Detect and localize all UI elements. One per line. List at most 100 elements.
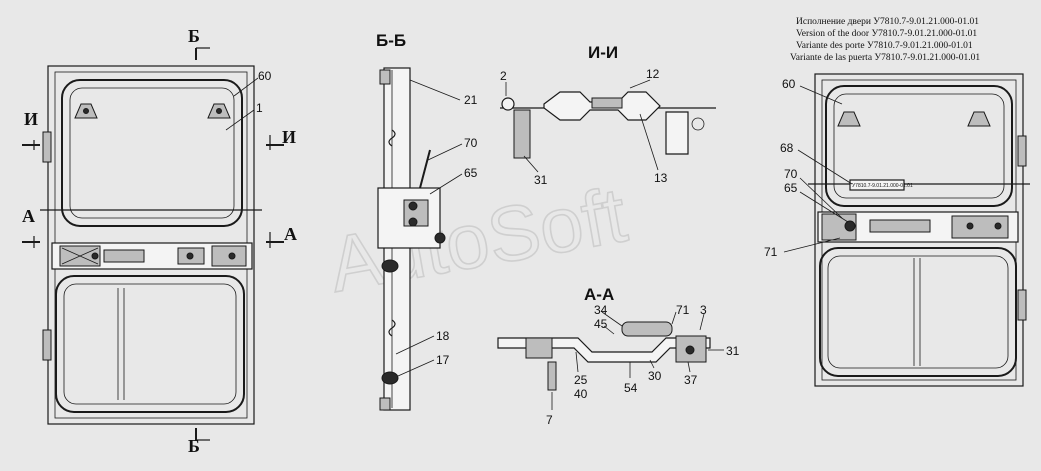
leader-ii-12 [629,79,651,89]
right-hinge-bottom [1017,289,1027,321]
bb-lever [419,149,431,189]
title-block: Исполнение двери У7810.7-9.01.21.000-01.… [790,17,980,63]
callout-aa-40: 40 [574,387,588,401]
callout-bb-21: 21 [464,93,478,107]
aa-bolt [547,361,557,391]
aa-handle [621,321,673,337]
callout-aa-25: 25 [574,373,588,387]
left-latch-bolt-2 [186,252,194,260]
ii-right-ring [691,117,705,131]
cut-label-b-top: Б [188,26,200,46]
right-latch-rod [869,219,931,233]
bb-top-seal [379,69,391,85]
cut-label-i-left: И [24,109,38,129]
leader-right-71 [783,237,841,253]
section-ii-view: И-И 2 12 31 13 [500,43,716,187]
bb-seal-bottom [381,371,399,385]
leader-aa-45 [603,325,615,335]
callout-aa-31: 31 [726,344,740,358]
right-upper-clip-r [967,111,991,127]
right-lower-window [819,247,1017,377]
title-line-es: Variante de las puerta У7810.7-9.01.21.0… [790,53,980,63]
leader-bb-18 [395,335,435,355]
bb-lock-knob [434,232,446,244]
leader-aa-37 [687,361,691,373]
leader-ii-13 [639,113,659,171]
right-latch-knob [844,220,856,232]
callout-bb-18: 18 [436,329,450,343]
bb-lock-bolt-2 [408,217,418,227]
callout-right-70: 70 [784,167,798,181]
left-latch-rod [103,249,145,263]
callout-ii-13: 13 [654,171,668,185]
callout-aa-34: 34 [594,303,608,317]
callout-aa-7: 7 [546,413,553,427]
section-aa-view: А-А 34 45 71 3 31 37 30 54 25 40 7 [497,285,740,427]
aa-right-bolt [685,345,695,355]
callout-right-71: 71 [764,245,778,259]
left-hinge-top [42,131,52,163]
right-name-plate-text: У7810.7-9.01.21.000-01.01 [852,183,913,189]
leader-aa-3 [699,313,705,331]
title-line-ru: Исполнение двери У7810.7-9.01.21.000-01.… [796,17,979,27]
left-clip-bolt-r [216,108,222,114]
aa-lock-block [525,337,553,359]
right-door-outer-frame [814,73,1024,387]
callout-aa-3: 3 [700,303,707,317]
right-upper-window-glass [833,93,1005,199]
callout-aa-54: 54 [624,381,638,395]
leader-bb-17 [397,359,435,377]
callout-bb-17: 17 [436,353,450,367]
leader-bb-65 [429,173,463,195]
left-door-outer-frame [47,65,255,425]
leader-right-65 [799,191,849,223]
cut-label-i-right: И [282,127,296,147]
right-latch-bolt-2 [994,222,1002,230]
right-latch-block-l [821,213,857,241]
callout-bb-65: 65 [464,166,478,180]
right-upper-window [825,85,1013,207]
section-label-ii: И-И [588,43,618,62]
left-latch-bolt-1 [91,252,99,260]
section-label-bb: Б-Б [376,31,406,50]
right-name-plate [849,179,905,191]
right-latch-bolt-1 [966,222,974,230]
cut-label-a-right: А [284,224,297,244]
ii-left-bracket [513,109,531,159]
cut-label-b-bottom: Б [188,436,200,456]
leader-aa-25 [575,351,579,373]
right-latch-block-r [951,215,1009,239]
callout-bb-70: 70 [464,136,478,150]
callout-left-1: 1 [256,101,263,115]
cut-label-a-left: А [22,206,35,226]
leader-right-68 [797,149,853,185]
right-door-view: У7810.7-9.01.21.000-01.01 60 68 70 65 71 [764,73,1030,387]
left-latch-bolt-3 [228,252,236,260]
right-lower-window-glass [827,255,1009,369]
left-upper-window-glass [69,87,235,219]
leader-aa-30 [649,359,655,369]
callout-aa-37: 37 [684,373,698,387]
leader-right-60 [799,85,843,105]
right-upper-clip-l [837,111,861,127]
left-lower-window [55,275,245,413]
left-clip-bolt-l [83,108,89,114]
left-lower-window-glass [63,283,237,405]
leader-left-1 [225,109,255,131]
callout-ii-12: 12 [646,67,660,81]
leader-aa-34 [601,311,623,327]
callout-right-68: 68 [780,141,794,155]
bb-lock-bolt-1 [408,201,418,211]
callout-ii-31: 31 [534,173,548,187]
title-line-en: Version of the door У7810.7-9.01.21.000-… [796,28,977,39]
section-bb-view: Б-Б 21 70 65 18 17 [376,31,478,411]
leader-ii-31 [523,155,539,173]
section-label-aa: А-А [584,285,614,304]
callout-right-60: 60 [782,77,796,91]
left-door-view: Б Б И И А А 60 1 [22,26,297,456]
bb-seal-mid [381,259,399,273]
callout-aa-71: 71 [676,303,690,317]
leader-bb-21 [409,79,461,101]
